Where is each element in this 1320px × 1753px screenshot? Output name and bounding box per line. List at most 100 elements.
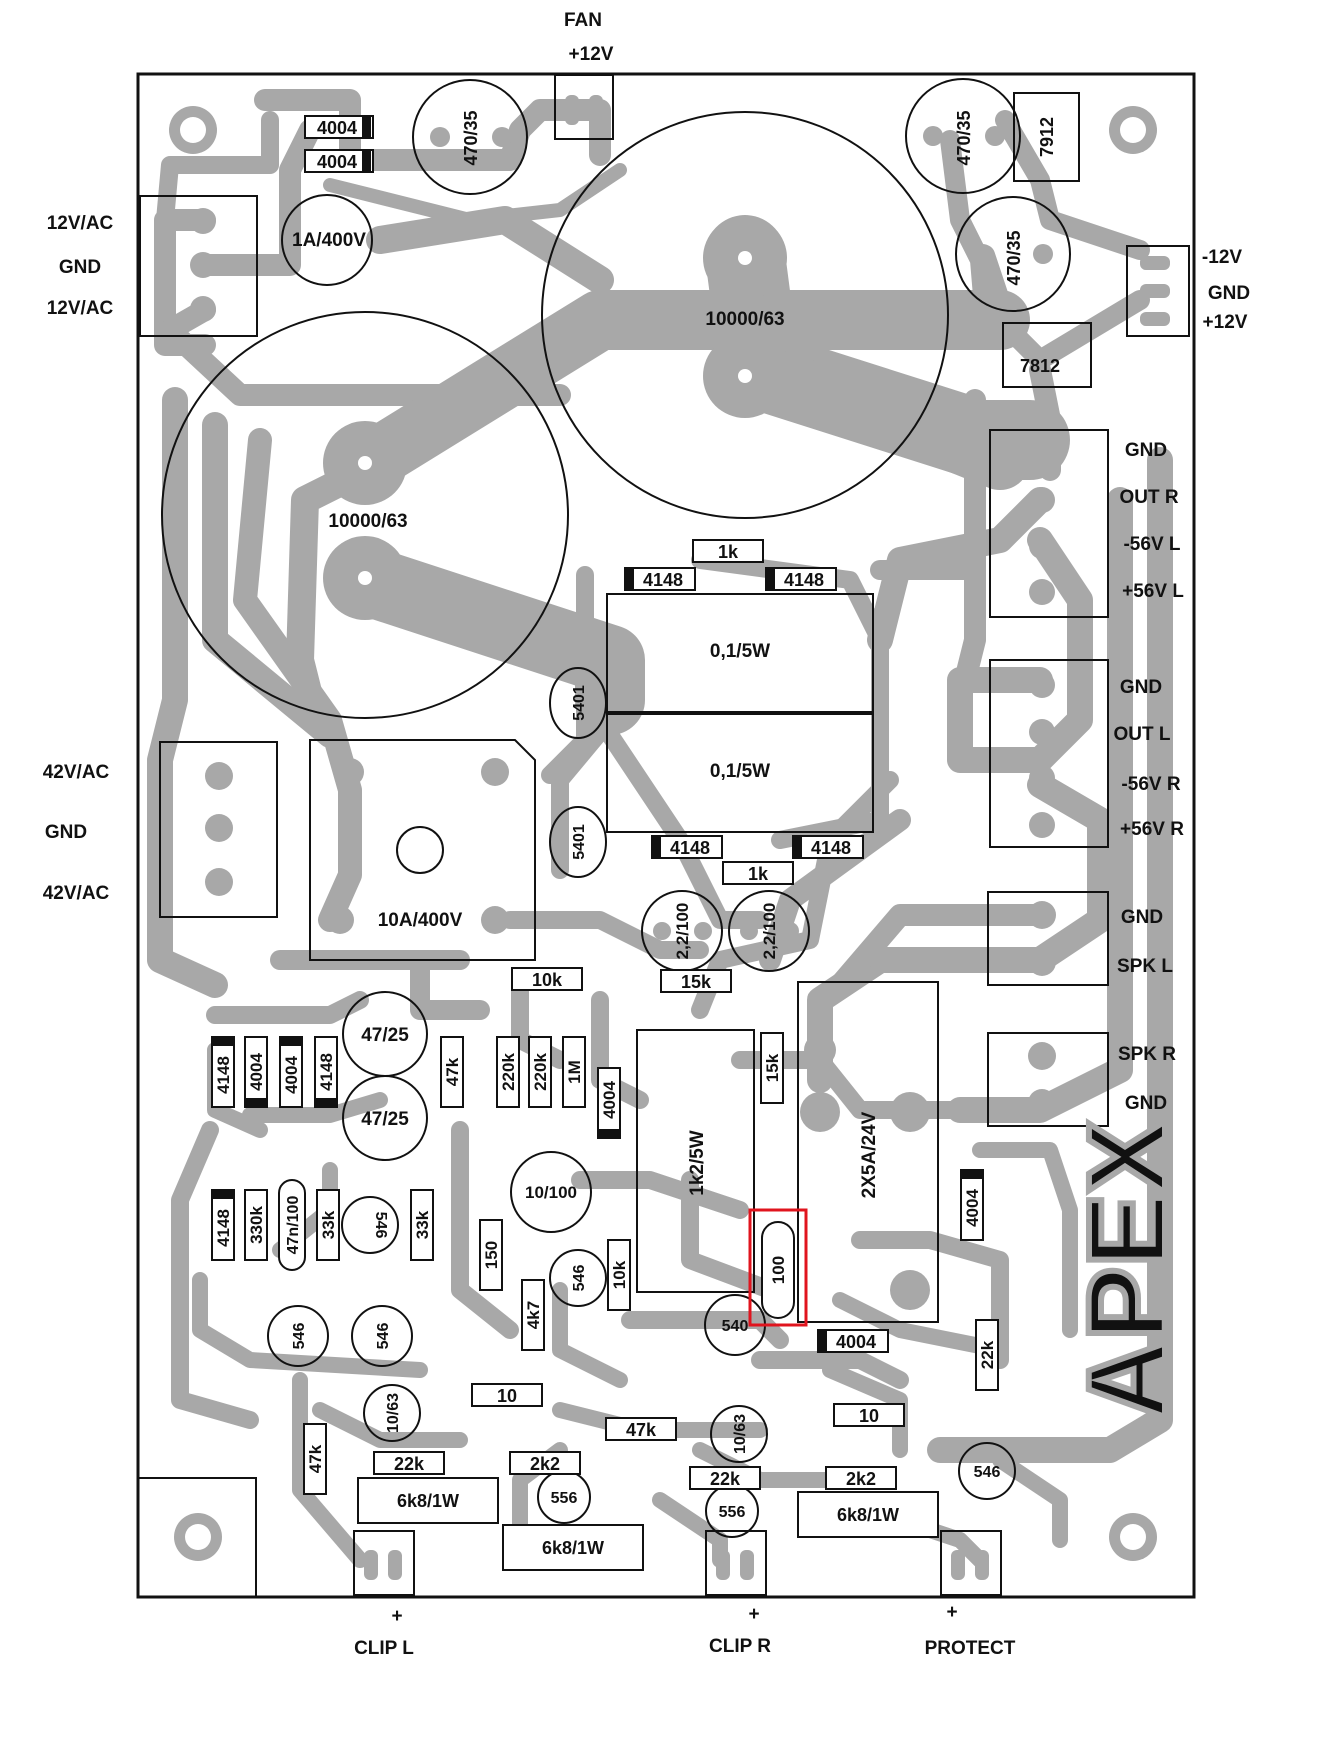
ac12-gnd-label: GND <box>59 257 101 278</box>
r-10-b-label: 10 <box>859 1406 879 1426</box>
resistor-47k-v: 47k <box>440 1036 464 1108</box>
reg-7912-label: 7912 <box>1037 117 1057 157</box>
r-4k7-label: 4k7 <box>524 1301 543 1329</box>
cap-10-63-a-label: 10/63 <box>385 1393 402 1433</box>
resistor-01-5w-top: 0,1/5W <box>606 593 874 713</box>
diode-4148-v3: 4148 <box>211 1189 235 1261</box>
reg-7812-label: 7812 <box>1020 356 1060 376</box>
relay: 2X5A/24V <box>797 981 939 1323</box>
bridge-big: 10A/400V <box>309 739 536 961</box>
cap-10-63-b: 10/63 <box>710 1405 768 1463</box>
resistor-220k-b: 220k <box>528 1036 552 1108</box>
cap-470-35-c: 470/35 <box>955 196 1071 312</box>
r-22k-v-label: 22k <box>978 1340 997 1369</box>
transistor-546-d: 546 <box>351 1305 413 1367</box>
reg-neg-label: -12V <box>1202 247 1242 268</box>
transistor-546-c: 546 <box>267 1305 329 1367</box>
d-5401-a-label: 5401 <box>571 685 588 721</box>
resistor-10k-a: 10k <box>511 967 583 991</box>
cap-470-35-c-label: 470/35 <box>1004 230 1024 285</box>
resistor-6k8-b: 6k8/1W <box>502 1524 644 1571</box>
capacitor-47n-100: 47n/100 <box>278 1179 306 1271</box>
spk-r-label: SPK R <box>1118 1044 1176 1065</box>
r-6k8-b-label: 6k8/1W <box>542 1538 604 1558</box>
resistor-47k-h: 47k <box>605 1417 677 1441</box>
d-4004-v2-label: 4004 <box>282 1056 301 1094</box>
connector-spk-l <box>987 891 1109 986</box>
connector-42vac <box>159 741 278 918</box>
d-4148-v2-label: 4148 <box>317 1053 336 1091</box>
spk-l-gnd-label: GND <box>1121 907 1163 928</box>
r-330k-label: 330k <box>247 1206 266 1244</box>
resistor-10-a: 10 <box>471 1383 543 1407</box>
diode-4148-tl: 4148 <box>624 567 696 591</box>
cap-47-25-b: 47/25 <box>342 1075 428 1161</box>
resistor-1k2-5w: 1k2/5W <box>636 1029 755 1293</box>
r-6k8-c-label: 6k8/1W <box>837 1505 899 1525</box>
spk-r-gnd-label: GND <box>1125 1093 1167 1114</box>
r-2k2-b-label: 2k2 <box>846 1469 876 1489</box>
resistor-2k2-a: 2k2 <box>509 1451 581 1475</box>
d-4004-v1-label: 4004 <box>247 1053 266 1091</box>
diode-4004-v3: 4004 <box>597 1067 621 1139</box>
out-r-neg-label: -56V L <box>1123 534 1180 555</box>
corner-block-left <box>137 1477 257 1598</box>
resistor-33k-a: 33k <box>316 1189 340 1261</box>
r-33k-b-label: 33k <box>413 1210 432 1239</box>
t-546-e-label: 546 <box>974 1464 1001 1481</box>
out-r-pos-label: +56V L <box>1122 581 1184 602</box>
r-47k-v-label: 47k <box>443 1057 462 1086</box>
r-10k-v-label: 10k <box>610 1260 629 1289</box>
transistor-556-a: 556 <box>537 1470 591 1524</box>
r-220k-a-label: 220k <box>499 1053 518 1091</box>
connector-spk-r <box>987 1032 1109 1127</box>
r-2k2-a-label: 2k2 <box>530 1454 560 1474</box>
resistor-22k-b: 22k <box>689 1466 761 1490</box>
d-4004-v3-label: 4004 <box>600 1081 619 1119</box>
d-4004-a-label: 4004 <box>317 118 357 138</box>
r-1m-label: 1M <box>565 1060 584 1084</box>
d-4148-bl-label: 4148 <box>670 838 710 858</box>
diode-4004-v4: 4004 <box>960 1169 984 1241</box>
d-5401-b-label: 5401 <box>571 824 588 860</box>
resistor-100-highlighted[interactable]: 100 <box>748 1208 808 1327</box>
r-22k-a-label: 22k <box>394 1454 425 1474</box>
transistor-556-b: 556 <box>705 1484 759 1538</box>
resistor-15k-a: 15k <box>660 969 732 993</box>
apex-logo: APEX <box>1063 1117 1192 1423</box>
clip-l-label: CLIP L <box>354 1638 414 1659</box>
connector-clip-l <box>353 1530 415 1596</box>
board-outline <box>136 72 1196 1599</box>
diode-4004-v1: 4004 <box>244 1036 268 1108</box>
cap-47-25-a-label: 47/25 <box>361 1025 409 1046</box>
t-556-a-label: 556 <box>551 1490 578 1507</box>
resistor-1k-bottom: 1k <box>722 861 794 885</box>
regulator-7912: 7912 <box>1013 92 1080 182</box>
r-01-5w-bottom-label: 0,1/5W <box>710 761 770 782</box>
fan-voltage: +12V <box>569 44 614 65</box>
cap-22-100-a: 2,2/100 <box>641 890 723 972</box>
d-4148-tr-label: 4148 <box>784 570 824 590</box>
resistor-1k-top: 1k <box>692 539 764 563</box>
apex-logo-text: APEX <box>1066 1120 1189 1420</box>
resistor-22k-a: 22k <box>373 1451 445 1475</box>
r-10k-a-label: 10k <box>532 970 563 990</box>
protect-plus-label: + <box>946 1602 957 1623</box>
ac42-bottom-label: 42V/AC <box>43 883 110 904</box>
r-15k-a-label: 15k <box>681 972 712 992</box>
t-546-b-label: 546 <box>571 1265 588 1292</box>
c-47n-100-label: 47n/100 <box>285 1196 302 1255</box>
connector-protect <box>940 1530 1002 1596</box>
r-33k-a-label: 33k <box>319 1210 338 1239</box>
reg-pos-label: +12V <box>1203 312 1248 333</box>
diode-4148-v2: 4148 <box>314 1036 338 1108</box>
bridge-small: 1A/400V <box>281 194 373 286</box>
transistor-546-b: 546 <box>549 1249 607 1307</box>
transistor-546-e: 546 <box>958 1442 1016 1500</box>
clip-r-plus-label: + <box>748 1604 759 1625</box>
reg-gnd-label: GND <box>1208 283 1250 304</box>
t-556-b-label: 556 <box>719 1504 746 1521</box>
d-4004-h-label: 4004 <box>836 1332 876 1352</box>
t-546-c-label: 546 <box>291 1323 308 1350</box>
